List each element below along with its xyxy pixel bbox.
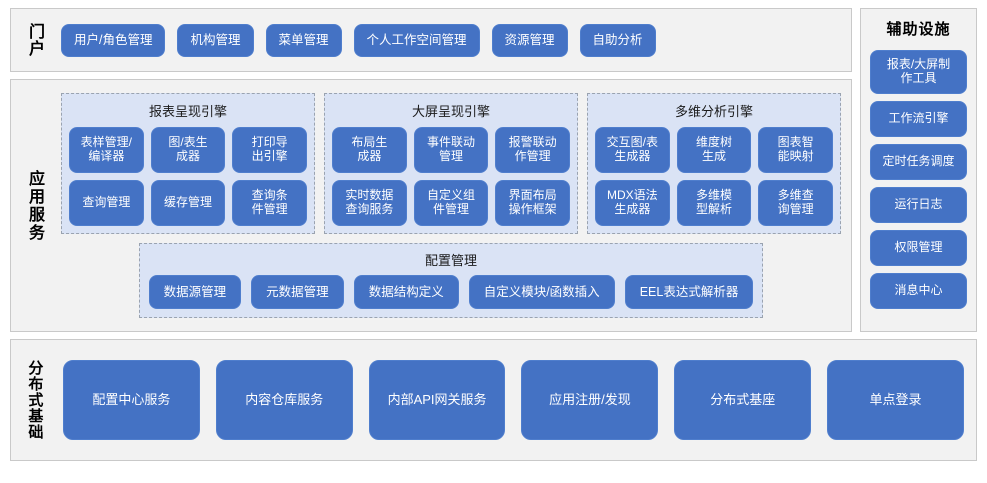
engine-title: 报表呈现引擎 bbox=[148, 104, 227, 119]
engine-item-mdx-syntax-generator[interactable]: MDX语法 生成器 bbox=[595, 180, 670, 226]
auxiliary-facilities-title: 辅助设施 bbox=[886, 21, 951, 38]
engine-title: 多维分析引擎 bbox=[674, 104, 753, 119]
engine-grid: 布局生 成器 事件联动 管理 报警联动 作管理 实时数据 查询服务 自定义组 件… bbox=[332, 127, 570, 226]
aux-item-scheduled-task[interactable]: 定时任务调度 bbox=[870, 144, 967, 180]
engine-item-dimension-tree-generator[interactable]: 维度树 生成 bbox=[676, 127, 752, 173]
config-management-title: 配置管理 bbox=[424, 253, 477, 268]
portal-item-self-service-analysis[interactable]: 自助分析 bbox=[579, 23, 656, 57]
engine-item-model-parser[interactable]: 多维模 型解析 bbox=[676, 180, 752, 226]
engine-multidimensional-analysis: 多维分析引擎 交互图/表 生成器 维度树 生成 图表智 能映射 MDX语法 生成… bbox=[587, 93, 841, 234]
engine-large-screen-rendering: 大屏呈现引擎 布局生 成器 事件联动 管理 报警联动 作管理 实时数据 查询服务… bbox=[324, 93, 578, 234]
engine-item-interactive-chart-generator[interactable]: 交互图/表 生成器 bbox=[595, 127, 670, 173]
config-item-datasource-manager[interactable]: 数据源管理 bbox=[148, 275, 242, 309]
config-item-custom-module-function[interactable]: 自定义模块/函数插入 bbox=[468, 275, 615, 309]
engine-title: 大屏呈现引擎 bbox=[411, 104, 490, 119]
distributed-foundation-row: 配置中心服务 内容仓库服务 内部API网关服务 应用注册/发现 分布式基座 单点… bbox=[57, 340, 976, 460]
engine-grid: 表样管理/ 编译器 图/表生 成器 打印导 出引擎 查询管理 缓存管理 查询条 … bbox=[69, 127, 307, 226]
engine-item-layout-generator[interactable]: 布局生 成器 bbox=[332, 127, 407, 173]
config-management-row: 数据源管理 元数据管理 数据结构定义 自定义模块/函数插入 EEL表达式解析器 bbox=[148, 275, 754, 309]
engine-report-rendering: 报表呈现引擎 表样管理/ 编译器 图/表生 成器 打印导 出引擎 查询管理 缓存… bbox=[61, 93, 315, 234]
engine-item-realtime-query-service[interactable]: 实时数据 查询服务 bbox=[332, 180, 407, 226]
engine-row: 报表呈现引擎 表样管理/ 编译器 图/表生 成器 打印导 出引擎 查询管理 缓存… bbox=[61, 93, 841, 234]
application-service-tier-label: 应用服务 bbox=[25, 169, 43, 242]
aux-item-workflow-engine[interactable]: 工作流引擎 bbox=[870, 101, 967, 137]
dist-item-config-center-service[interactable]: 配置中心服务 bbox=[63, 360, 200, 440]
engine-grid: 交互图/表 生成器 维度树 生成 图表智 能映射 MDX语法 生成器 多维模 型… bbox=[595, 127, 833, 226]
portal-item-workspace[interactable]: 个人工作空间管理 bbox=[353, 23, 480, 57]
application-service-body: 报表呈现引擎 表样管理/ 编译器 图/表生 成器 打印导 出引擎 查询管理 缓存… bbox=[57, 80, 851, 331]
portal-item-user-role[interactable]: 用户/角色管理 bbox=[61, 23, 166, 57]
left-stack: 门户 用户/角色管理 机构管理 菜单管理 个人工作空间管理 资源管理 自助分析 … bbox=[10, 8, 852, 332]
aux-item-report-screen-authoring-tool[interactable]: 报表/大屏制 作工具 bbox=[870, 50, 967, 94]
aux-item-runtime-log[interactable]: 运行日志 bbox=[870, 187, 967, 223]
application-service-tier: 应用服务 报表呈现引擎 表样管理/ 编译器 图/表生 成器 打印导 出引擎 查询… bbox=[10, 79, 852, 332]
portal-tier: 门户 用户/角色管理 机构管理 菜单管理 个人工作空间管理 资源管理 自助分析 bbox=[10, 8, 852, 72]
engine-item-chart-table-generator[interactable]: 图/表生 成器 bbox=[150, 127, 226, 173]
engine-item-alarm-action-manager[interactable]: 报警联动 作管理 bbox=[495, 127, 570, 173]
portal-item-resource[interactable]: 资源管理 bbox=[491, 23, 568, 57]
auxiliary-facilities-column: 辅助设施 报表/大屏制 作工具 工作流引擎 定时任务调度 运行日志 权限管理 消… bbox=[860, 8, 977, 332]
dist-item-content-repository-service[interactable]: 内容仓库服务 bbox=[215, 360, 353, 440]
config-item-metadata-manager[interactable]: 元数据管理 bbox=[251, 275, 344, 309]
engine-item-custom-component-manager[interactable]: 自定义组 件管理 bbox=[413, 180, 489, 226]
dist-item-internal-api-gateway-service[interactable]: 内部API网关服务 bbox=[368, 360, 506, 440]
engine-item-query-condition-manager[interactable]: 查询条 件管理 bbox=[232, 180, 307, 226]
aux-item-message-center[interactable]: 消息中心 bbox=[870, 273, 967, 309]
engine-item-print-export[interactable]: 打印导 出引擎 bbox=[232, 127, 307, 173]
dist-item-app-registry-discovery[interactable]: 应用注册/发现 bbox=[521, 360, 659, 440]
config-item-data-structure-definition[interactable]: 数据结构定义 bbox=[353, 275, 459, 309]
portal-tier-label: 门户 bbox=[25, 23, 43, 57]
aux-item-permission-manager[interactable]: 权限管理 bbox=[870, 230, 967, 266]
dist-item-single-sign-on[interactable]: 单点登录 bbox=[827, 360, 964, 440]
upper-region: 门户 用户/角色管理 机构管理 菜单管理 个人工作空间管理 资源管理 自助分析 … bbox=[10, 8, 977, 332]
portal-button-row: 用户/角色管理 机构管理 菜单管理 个人工作空间管理 资源管理 自助分析 bbox=[57, 9, 851, 71]
engine-item-event-linkage-manager[interactable]: 事件联动 管理 bbox=[413, 127, 489, 173]
engine-item-ui-layout-framework[interactable]: 界面布局 操作框架 bbox=[495, 180, 570, 226]
distributed-foundation-tier-label: 分布式基础 bbox=[26, 360, 44, 440]
portal-item-org[interactable]: 机构管理 bbox=[177, 23, 254, 57]
config-management-panel: 配置管理 数据源管理 元数据管理 数据结构定义 自定义模块/函数插入 EEL表达… bbox=[138, 243, 764, 318]
engine-item-chart-smart-mapping[interactable]: 图表智 能映射 bbox=[758, 127, 833, 173]
engine-item-query-manager[interactable]: 查询管理 bbox=[69, 180, 144, 226]
config-item-eel-expression-parser[interactable]: EEL表达式解析器 bbox=[624, 275, 754, 309]
engine-item-cache-manager[interactable]: 缓存管理 bbox=[150, 180, 226, 226]
portal-item-menu[interactable]: 菜单管理 bbox=[265, 23, 342, 57]
dist-item-distributed-base[interactable]: 分布式基座 bbox=[674, 360, 812, 440]
engine-item-template-manager[interactable]: 表样管理/ 编译器 bbox=[69, 127, 144, 173]
distributed-foundation-tier: 分布式基础 配置中心服务 内容仓库服务 内部API网关服务 应用注册/发现 分布… bbox=[10, 339, 977, 461]
engine-item-multidim-query-manager[interactable]: 多维查 询管理 bbox=[758, 180, 833, 226]
